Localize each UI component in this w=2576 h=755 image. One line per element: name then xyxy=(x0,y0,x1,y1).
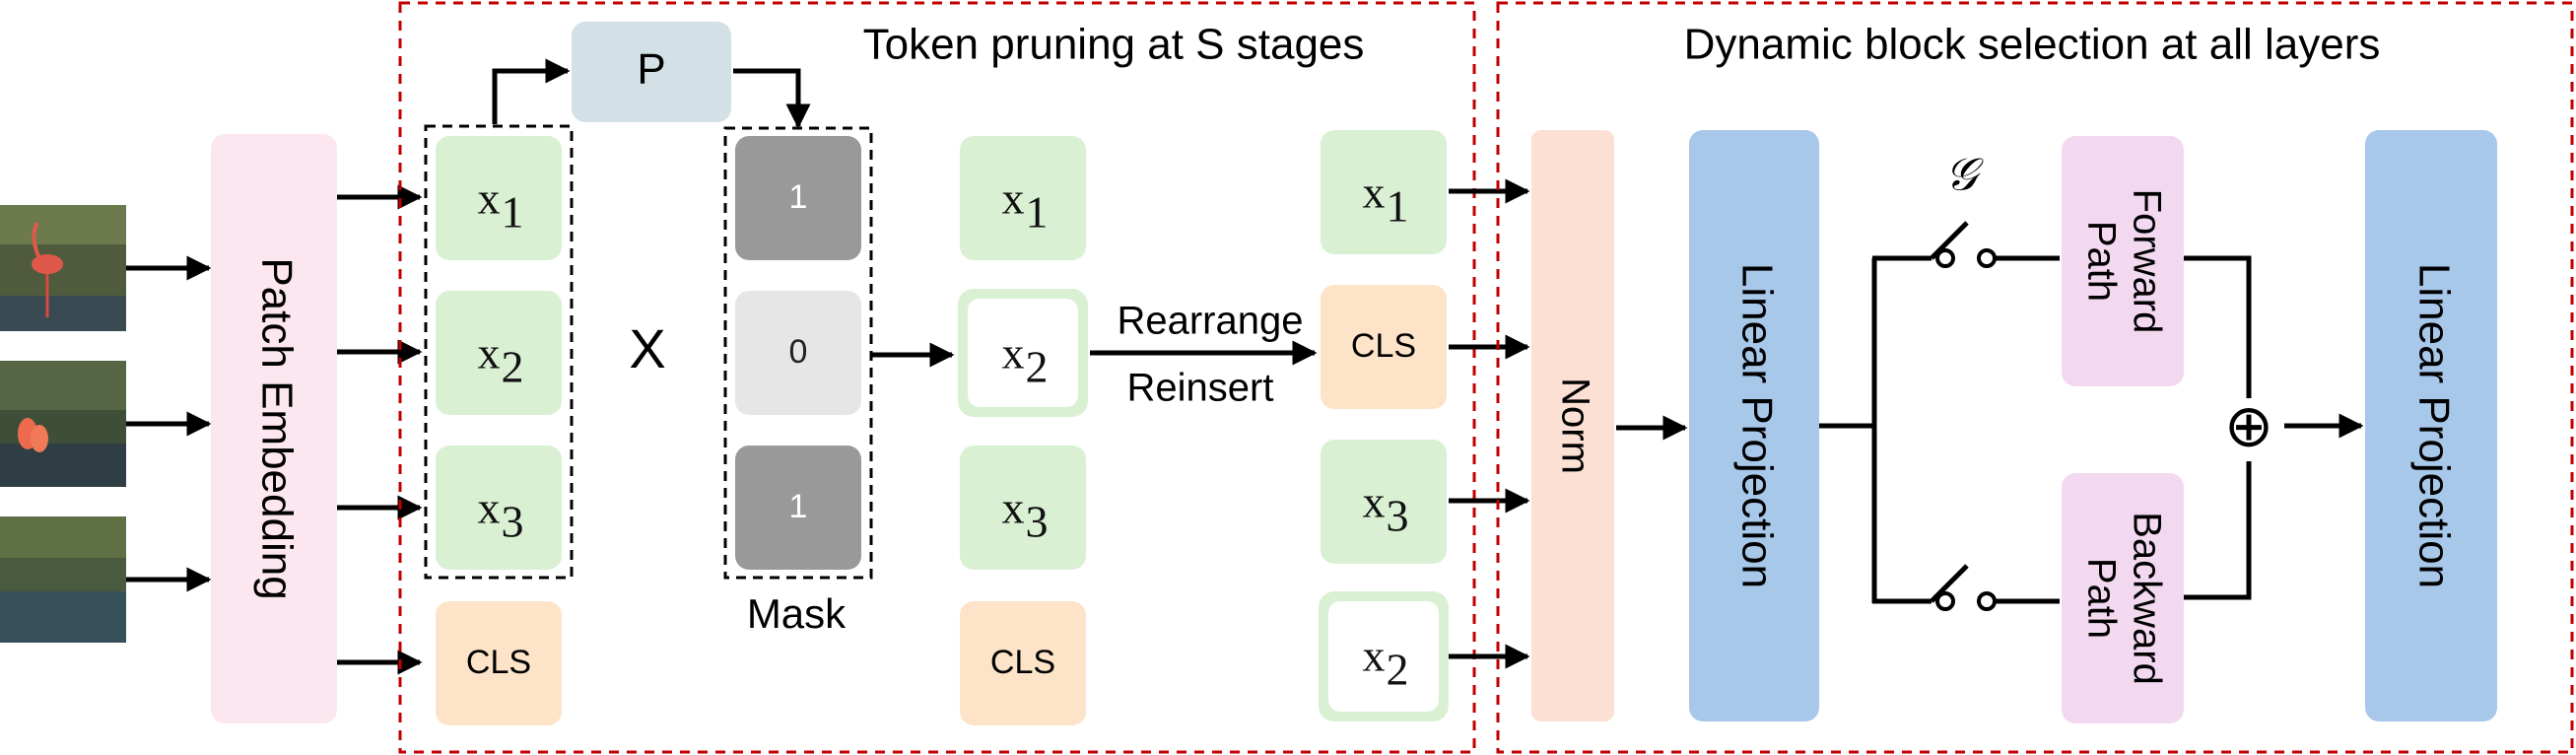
gate-symbol: 𝒢 xyxy=(1945,150,1985,200)
mask-value-3: 1 xyxy=(735,446,861,570)
linear-projection-block-1 xyxy=(1689,130,1819,721)
reinsert-label: Reinsert xyxy=(1127,367,1274,410)
svg-text:x: x xyxy=(1002,173,1025,224)
patch-embedding-label: Patch Embedding xyxy=(252,257,301,599)
svg-text:0: 0 xyxy=(789,333,808,371)
svg-text:1: 1 xyxy=(1387,181,1409,232)
svg-text:3: 3 xyxy=(1026,497,1049,547)
svg-text:2: 2 xyxy=(1026,342,1049,392)
input-token-group xyxy=(424,124,574,580)
linear-projection-label-1: Linear Projection xyxy=(1732,263,1781,588)
forward-path-block xyxy=(2062,136,2184,386)
mask-value-2: 0 xyxy=(735,291,861,415)
rearranged-token-x3: x 3 xyxy=(1321,440,1447,564)
svg-text:3: 3 xyxy=(1387,491,1409,541)
cls-token-input: CLS xyxy=(436,601,562,725)
backward-path-label-2: Path xyxy=(2079,558,2123,639)
svg-text:CLS: CLS xyxy=(466,644,531,681)
flamingo-image-2 xyxy=(0,361,126,487)
oplus-symbol: ⊕ xyxy=(2224,392,2273,461)
svg-text:CLS: CLS xyxy=(990,644,1055,681)
svg-text:2: 2 xyxy=(1387,645,1409,695)
forward-path-label-1: Forward xyxy=(2125,189,2168,334)
svg-text:x: x xyxy=(1002,328,1025,378)
svg-text:1: 1 xyxy=(1026,187,1049,238)
svg-text:x: x xyxy=(1363,631,1386,681)
mask-value-1: 1 xyxy=(735,136,861,260)
svg-text:x: x xyxy=(478,483,501,533)
multiply-symbol: X xyxy=(629,317,665,379)
dynamic-block-region xyxy=(1496,1,2574,754)
rearranged-token-x2: x 2 xyxy=(1319,591,1449,721)
backward-path-label-1: Backward xyxy=(2125,512,2168,685)
flamingo-image-3 xyxy=(0,516,126,643)
svg-text:1: 1 xyxy=(789,178,808,216)
svg-text:x: x xyxy=(1002,483,1025,533)
token-pruning-region xyxy=(398,1,1476,754)
mask-label: Mask xyxy=(747,590,847,637)
linear-projection-block-2 xyxy=(2365,130,2497,721)
pruned-token-x1: x 1 xyxy=(960,136,1086,260)
svg-text:3: 3 xyxy=(502,497,524,547)
svg-text:CLS: CLS xyxy=(1351,327,1416,365)
pruned-token-x2: x 2 xyxy=(958,289,1088,417)
forward-path-label-2: Path xyxy=(2079,221,2123,302)
backward-path-block xyxy=(2062,473,2184,723)
cls-token-pruned: CLS xyxy=(960,601,1086,725)
token-x3: x 3 xyxy=(436,446,562,570)
norm-label: Norm xyxy=(1553,378,1596,474)
linear-projection-label-2: Linear Projection xyxy=(2409,263,2458,588)
cls-token-rearranged: CLS xyxy=(1321,285,1447,409)
gate-switch-backward xyxy=(1930,564,2060,611)
svg-text:x: x xyxy=(1363,168,1386,218)
token-x1: x 1 xyxy=(436,136,562,260)
norm-block xyxy=(1531,130,1614,721)
svg-text:x: x xyxy=(478,328,501,378)
svg-text:1: 1 xyxy=(789,488,808,525)
rearranged-token-x1: x 1 xyxy=(1321,130,1447,254)
svg-text:1: 1 xyxy=(502,187,524,238)
token-pruning-title: Token pruning at S stages xyxy=(863,21,1365,69)
flamingo-image-1 xyxy=(0,205,126,331)
pruned-token-x3: x 3 xyxy=(960,446,1086,570)
svg-text:2: 2 xyxy=(502,342,524,392)
predictor-label: P xyxy=(637,45,665,94)
token-x2: x 2 xyxy=(436,291,562,415)
svg-text:x: x xyxy=(478,173,501,224)
predictor-block xyxy=(572,22,731,122)
gate-switch-forward xyxy=(1930,221,2060,268)
patch-embedding-block xyxy=(211,134,337,723)
svg-text:x: x xyxy=(1363,477,1386,527)
dynamic-block-title: Dynamic block selection at all layers xyxy=(1684,21,2381,69)
rearrange-label: Rearrange xyxy=(1117,300,1303,343)
